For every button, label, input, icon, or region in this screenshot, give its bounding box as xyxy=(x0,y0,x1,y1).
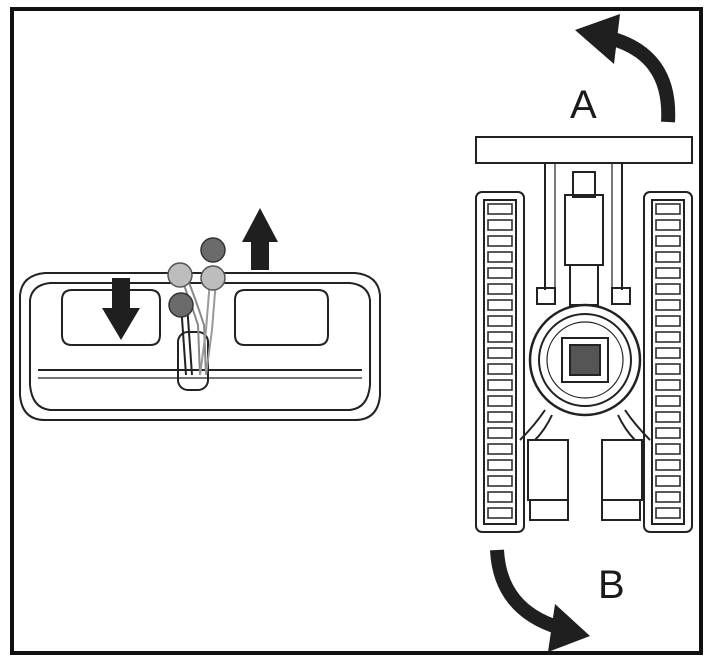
tread-block xyxy=(487,315,513,327)
tread-block xyxy=(655,235,681,247)
tread-block xyxy=(655,251,681,263)
tread-block xyxy=(655,411,681,423)
tread-block xyxy=(655,491,681,503)
tread-block xyxy=(487,411,513,423)
curved-arrow-cw-icon xyxy=(490,549,590,652)
tread-block xyxy=(487,219,513,231)
lever-knob-light-right xyxy=(200,265,226,291)
tread-block xyxy=(487,427,513,439)
tread-block xyxy=(655,363,681,375)
tread-block xyxy=(487,443,513,455)
tread-block xyxy=(487,395,513,407)
excavator-top-view xyxy=(475,136,693,533)
tread-block xyxy=(655,203,681,215)
tread-block xyxy=(655,219,681,231)
arrow-down-icon xyxy=(102,278,140,340)
turntable xyxy=(528,303,642,417)
tread-block xyxy=(487,251,513,263)
tread-block xyxy=(487,379,513,391)
tread-block xyxy=(487,459,513,471)
tread-block xyxy=(655,315,681,327)
left-track xyxy=(475,191,525,533)
control-console xyxy=(19,272,381,421)
tread-block xyxy=(487,347,513,359)
tread-block xyxy=(487,267,513,279)
tread-block xyxy=(487,203,513,215)
label-a: A xyxy=(570,83,597,127)
tread-block xyxy=(487,491,513,503)
tread-block xyxy=(487,235,513,247)
tread-block xyxy=(655,299,681,311)
lever-knob-dark-bottom xyxy=(168,292,194,318)
tread-block xyxy=(655,475,681,487)
label-b: B xyxy=(598,563,625,607)
tread-block xyxy=(487,363,513,375)
tread-block xyxy=(655,395,681,407)
tread-block xyxy=(487,299,513,311)
track-treads xyxy=(487,203,681,519)
tread-block xyxy=(487,283,513,295)
tread-block xyxy=(655,331,681,343)
tread-block xyxy=(655,267,681,279)
tread-block xyxy=(655,379,681,391)
tread-block xyxy=(655,427,681,439)
tread-block xyxy=(655,459,681,471)
tread-block xyxy=(487,507,513,519)
lever-knob-dark-top xyxy=(200,237,226,263)
tread-block xyxy=(487,331,513,343)
blade xyxy=(475,136,693,164)
tread-block xyxy=(655,283,681,295)
lever-knob-light-left xyxy=(167,262,193,288)
tread-block xyxy=(655,507,681,519)
tread-block xyxy=(655,443,681,455)
arrow-up-icon xyxy=(242,208,278,270)
curved-arrow-ccw-icon xyxy=(575,14,676,123)
right-track xyxy=(643,191,693,533)
tread-block xyxy=(487,475,513,487)
tread-block xyxy=(655,347,681,359)
